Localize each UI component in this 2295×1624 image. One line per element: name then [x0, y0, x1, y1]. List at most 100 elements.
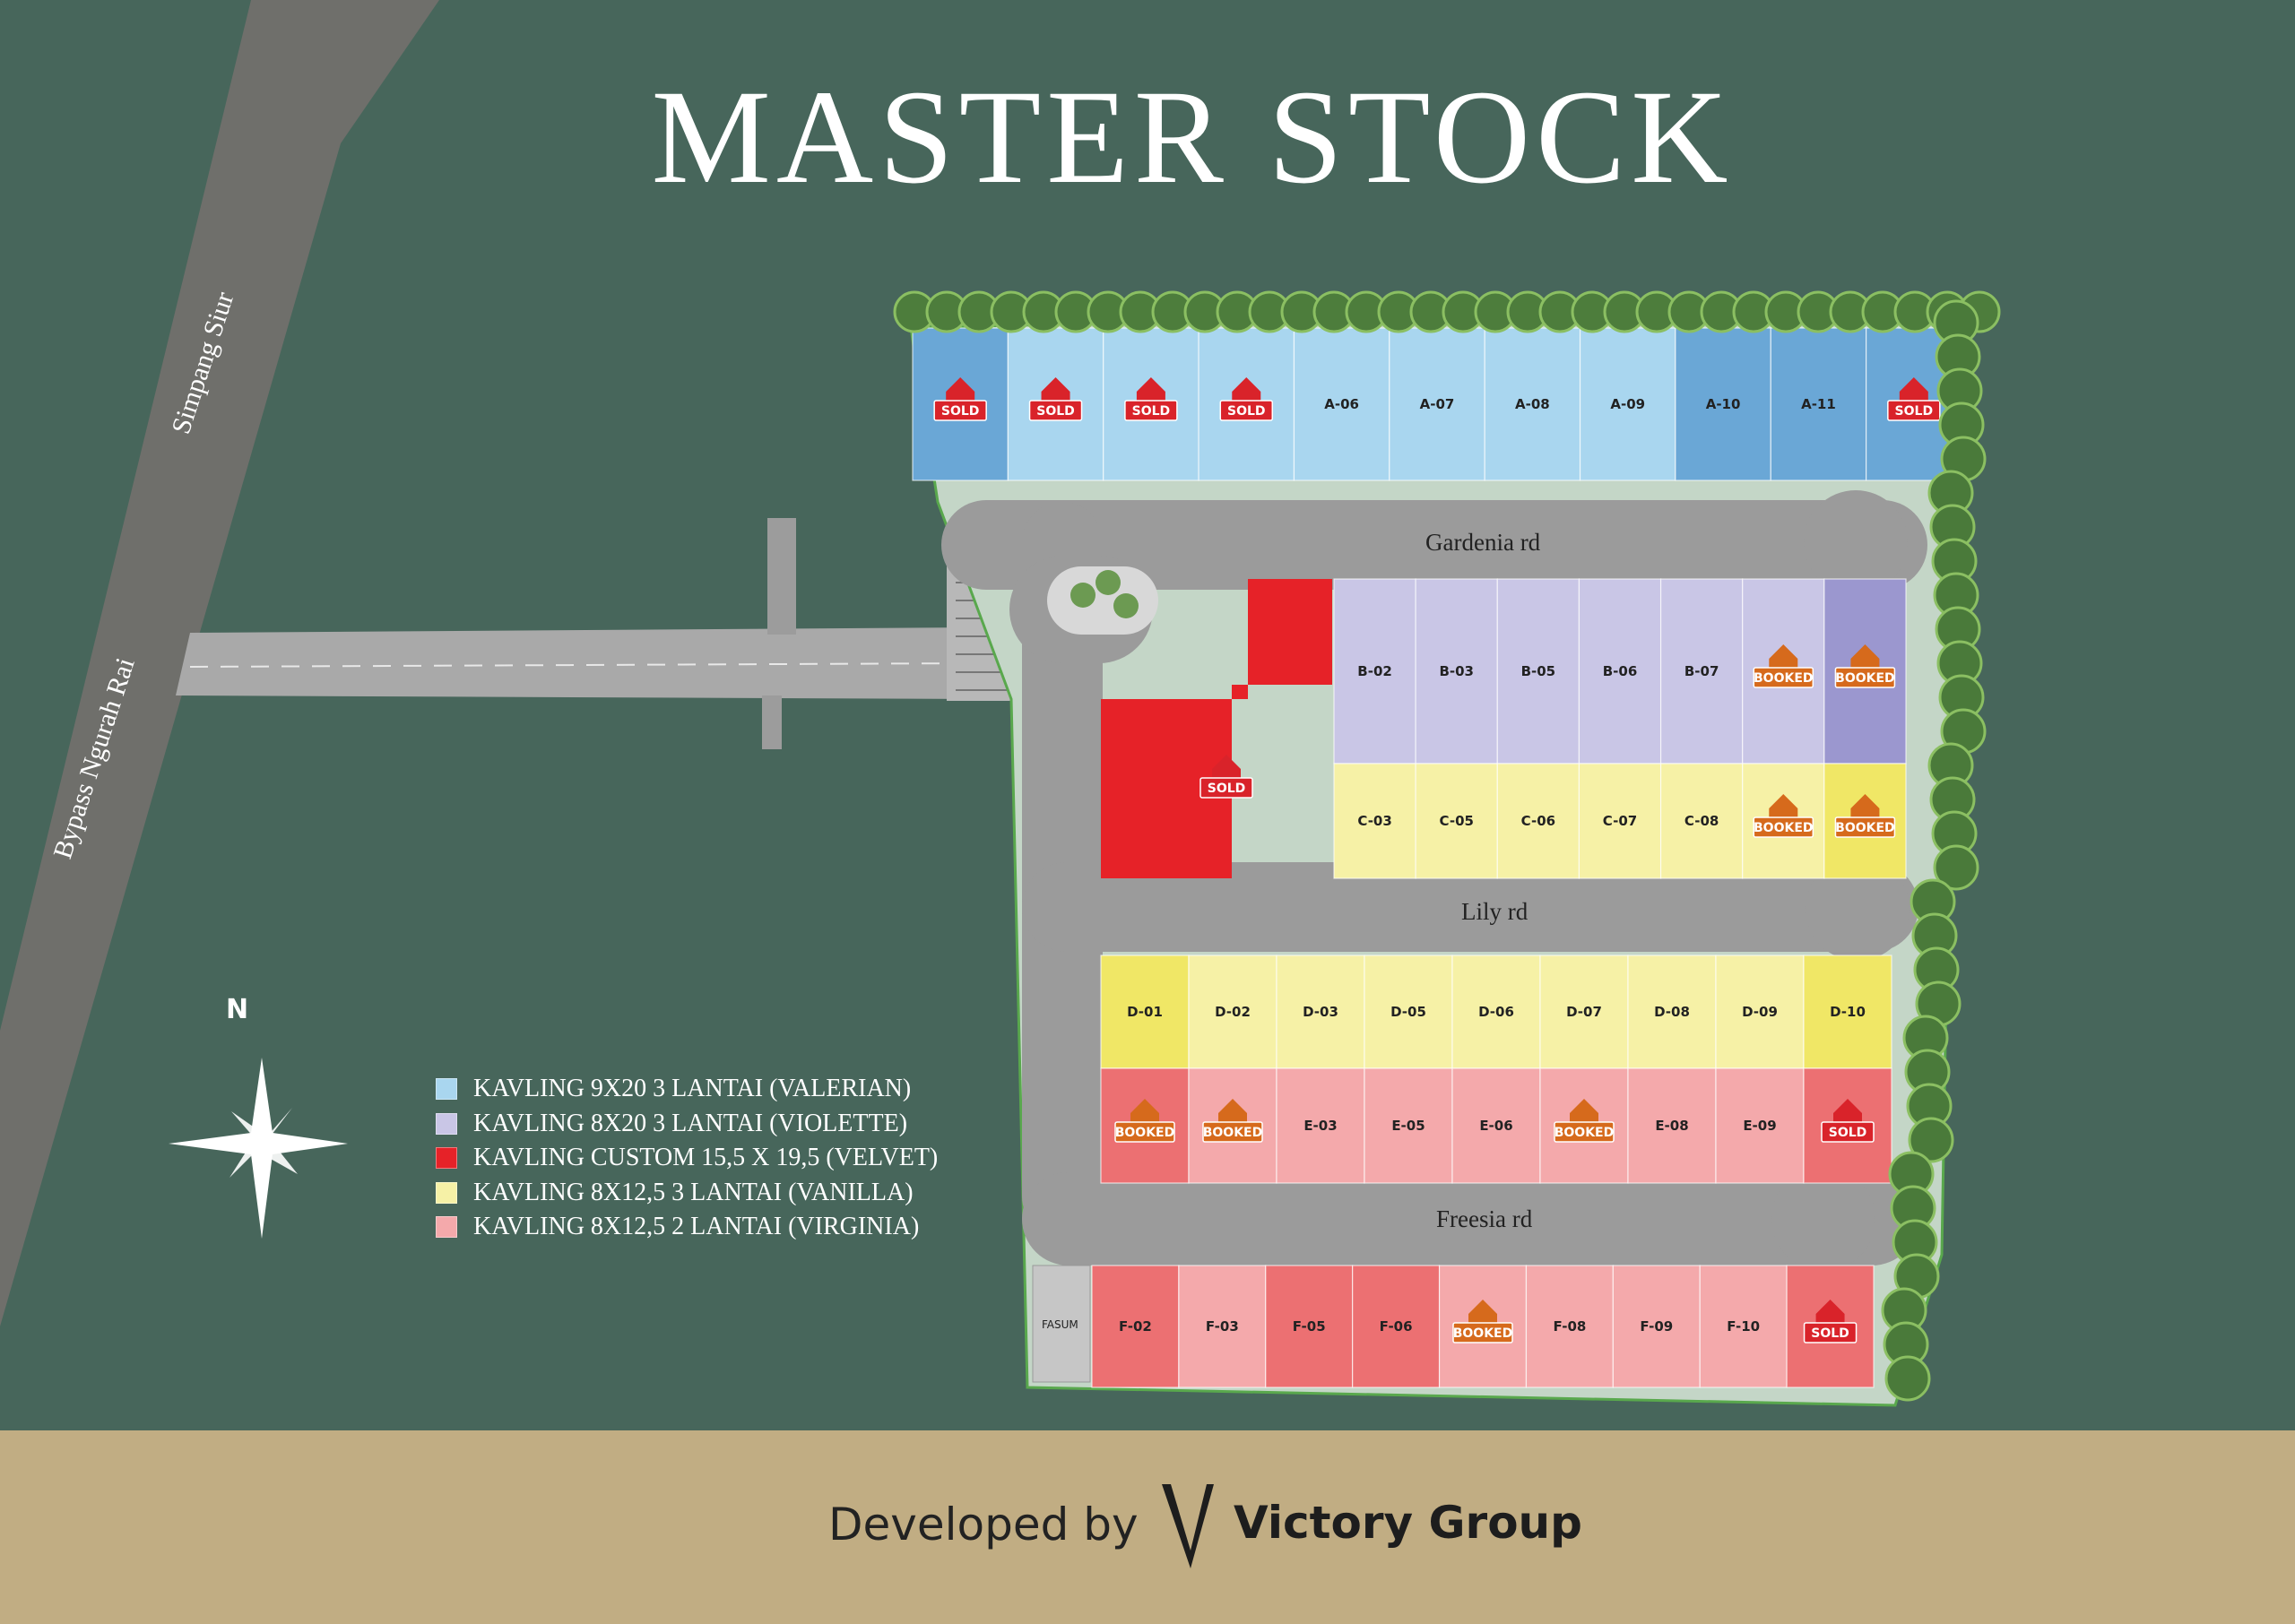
- lot-e-5[interactable]: E-06: [1451, 1067, 1541, 1184]
- house-icon: [1232, 377, 1261, 401]
- lot-shape: [1699, 1265, 1788, 1388]
- lot-shape: [1715, 1067, 1805, 1184]
- lot-label: F-08: [1553, 1318, 1586, 1335]
- lot-f-2[interactable]: F-03: [1178, 1265, 1267, 1388]
- lot-label: E-06: [1479, 1118, 1512, 1134]
- lot-e-1[interactable]: BOOKED: [1100, 1067, 1190, 1184]
- lot-d-9[interactable]: D-10: [1803, 955, 1892, 1069]
- lot-d-4[interactable]: D-05: [1364, 955, 1453, 1069]
- lot-a-5[interactable]: A-06: [1293, 327, 1390, 481]
- lot-e-2[interactable]: BOOKED: [1188, 1067, 1277, 1184]
- lot-shape: [1484, 327, 1581, 481]
- tree-icon: [1908, 1117, 1954, 1163]
- sold-badge: SOLD: [1821, 1099, 1875, 1143]
- lot-d-2[interactable]: D-02: [1188, 955, 1277, 1069]
- lot-shape: [1525, 1265, 1614, 1388]
- lot-d-1[interactable]: D-01: [1100, 955, 1190, 1069]
- lot-b-2[interactable]: B-03: [1415, 578, 1498, 764]
- lot-a-8[interactable]: A-09: [1579, 327, 1676, 481]
- lot-label: B-07: [1684, 663, 1719, 679]
- legend-swatch: [436, 1147, 457, 1170]
- lot-f-4[interactable]: F-06: [1352, 1265, 1441, 1388]
- lot-label: D-07: [1566, 1004, 1602, 1020]
- lot-e-7[interactable]: E-08: [1627, 1067, 1717, 1184]
- house-icon: [1136, 377, 1165, 401]
- legend: KAVLING 9X20 3 LANTAI (VALERIAN) KAVLING …: [436, 1072, 938, 1245]
- lot-e-9[interactable]: SOLD: [1803, 1067, 1892, 1184]
- house-icon: [1041, 377, 1070, 401]
- lot-f-7[interactable]: F-09: [1612, 1265, 1701, 1388]
- lot-d-7[interactable]: D-08: [1627, 955, 1717, 1069]
- lot-f-3[interactable]: F-05: [1265, 1265, 1354, 1388]
- booked-badge: BOOKED: [1753, 794, 1814, 838]
- lot-a-3[interactable]: SOLD: [1103, 327, 1199, 481]
- lot-c-2[interactable]: C-05: [1415, 763, 1498, 879]
- lot-shape: [1578, 763, 1662, 879]
- lot-d-8[interactable]: D-09: [1715, 955, 1805, 1069]
- lot-b-7[interactable]: BOOKED: [1823, 578, 1907, 764]
- badge-label: SOLD: [1208, 782, 1246, 796]
- legend-label: KAVLING 9X20 3 LANTAI (VALERIAN): [473, 1075, 912, 1103]
- lot-c-4[interactable]: C-07: [1578, 763, 1662, 879]
- lot-label: B-05: [1521, 663, 1556, 679]
- lot-a-4[interactable]: SOLD: [1198, 327, 1295, 481]
- badge-label: BOOKED: [1754, 821, 1814, 835]
- lot-label: B-03: [1439, 663, 1474, 679]
- lot-d-6[interactable]: D-07: [1539, 955, 1629, 1069]
- lot-f-1[interactable]: F-02: [1091, 1265, 1180, 1388]
- lot-b-1[interactable]: B-02: [1333, 578, 1416, 764]
- lot-label: E-05: [1391, 1118, 1425, 1134]
- lot-a-9[interactable]: A-10: [1675, 327, 1771, 481]
- lot-f-9[interactable]: SOLD: [1786, 1265, 1875, 1388]
- lot-d-3[interactable]: D-03: [1276, 955, 1365, 1069]
- lot-label: F-10: [1727, 1318, 1760, 1335]
- lot-b-6[interactable]: BOOKED: [1742, 578, 1825, 764]
- lot-f-5[interactable]: BOOKED: [1438, 1265, 1528, 1388]
- lot-d-5[interactable]: D-06: [1451, 955, 1541, 1069]
- lot-b-3[interactable]: B-05: [1496, 578, 1581, 764]
- road-label-gardenia: Gardenia rd: [1425, 529, 1541, 556]
- badge-plate: [1114, 1121, 1175, 1143]
- lot-c-6[interactable]: BOOKED: [1742, 763, 1825, 879]
- legend-item: KAVLING 8X12,5 3 LANTAI (VANILLA): [436, 1176, 938, 1211]
- lot-c-5[interactable]: C-08: [1659, 763, 1744, 879]
- badge-plate: [1887, 400, 1941, 421]
- lot-c-7[interactable]: BOOKED: [1823, 763, 1907, 879]
- lot-shape: [1803, 955, 1892, 1069]
- lot-shape: [1100, 955, 1190, 1069]
- lot-c-3[interactable]: C-06: [1496, 763, 1581, 879]
- lot-e-6[interactable]: BOOKED: [1539, 1067, 1629, 1184]
- lot-shape: [1675, 327, 1771, 481]
- house-icon: [1769, 794, 1798, 817]
- sold-badge: SOLD: [1803, 1300, 1858, 1343]
- house-icon: [1130, 1099, 1159, 1122]
- booked-badge: BOOKED: [1554, 1099, 1615, 1143]
- tree-icon: [1884, 1355, 1931, 1402]
- legend-item: KAVLING 8X12,5 2 LANTAI (VIRGINIA): [436, 1210, 938, 1245]
- lot-e-3[interactable]: E-03: [1276, 1067, 1365, 1184]
- lot-a-6[interactable]: A-07: [1389, 327, 1485, 481]
- badge-plate: [933, 400, 987, 421]
- legend-item: KAVLING CUSTOM 15,5 X 19,5 (VELVET): [436, 1141, 938, 1176]
- velvet-lot: [1101, 579, 1332, 878]
- badge-plate: [1834, 667, 1896, 688]
- legend-label: KAVLING 8X20 3 LANTAI (VIOLETTE): [473, 1109, 908, 1137]
- lot-e-4[interactable]: E-05: [1364, 1067, 1453, 1184]
- lot-a-2[interactable]: SOLD: [1007, 327, 1104, 481]
- lot-label: C-07: [1603, 813, 1637, 829]
- lot-c-1[interactable]: C-03: [1333, 763, 1416, 879]
- lot-a-10[interactable]: A-11: [1770, 327, 1867, 481]
- lot-f-6[interactable]: F-08: [1525, 1265, 1614, 1388]
- lot-a-1[interactable]: SOLD: [912, 327, 1009, 481]
- lot-label: F-03: [1206, 1318, 1239, 1335]
- lot-shape: [1451, 1067, 1541, 1184]
- badge-plate: [1803, 1322, 1858, 1343]
- house-icon: [1212, 755, 1241, 778]
- lot-f-8[interactable]: F-10: [1699, 1265, 1788, 1388]
- fasum-label: FASUM: [1042, 1318, 1078, 1331]
- lot-b-5[interactable]: B-07: [1659, 578, 1744, 764]
- lot-shape: [1770, 327, 1867, 481]
- lot-b-4[interactable]: B-06: [1578, 578, 1662, 764]
- lot-a-7[interactable]: A-08: [1484, 327, 1581, 481]
- lot-e-8[interactable]: E-09: [1715, 1067, 1805, 1184]
